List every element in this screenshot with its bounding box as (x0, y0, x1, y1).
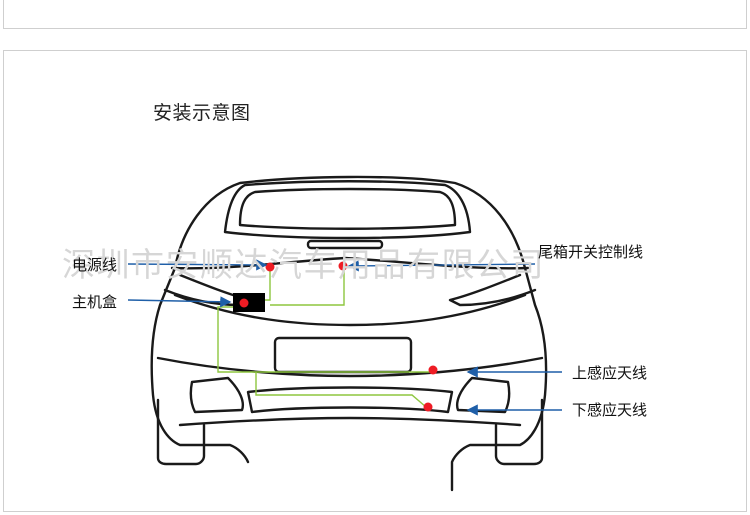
wheel-left (156, 398, 206, 466)
label-trunk-switch: 尾箱开关控制线 (538, 243, 644, 261)
wire-power (264, 267, 271, 301)
bumper-line-upper (156, 356, 544, 378)
wire-to-lower (255, 372, 427, 408)
rear-window-outer (223, 180, 472, 240)
main-unit-box (233, 293, 265, 312)
power-wire-arrow (127, 259, 268, 271)
label-lower-antenna: 下感应天线 (572, 401, 648, 419)
license-plate-recess (273, 336, 413, 374)
diffuser-right (456, 376, 511, 414)
car-body-outline-left (150, 266, 250, 464)
wheel-right (494, 398, 544, 466)
trunk-switch-marker (338, 261, 348, 271)
taillight-right (448, 273, 537, 307)
label-upper-antenna: 上感应天线 (572, 364, 648, 382)
top-panel (3, 0, 747, 29)
diffuser-center (246, 386, 454, 414)
main-unit-arrow (127, 296, 232, 308)
upper-antenna-marker (428, 365, 438, 375)
diagram-title: 安装示意图 (153, 102, 251, 124)
trunk-band (170, 256, 530, 270)
label-power-wire: 电源线 (72, 256, 118, 274)
trunk-lower-line (173, 293, 527, 327)
rear-window-inner (238, 187, 457, 230)
brake-light (306, 239, 384, 250)
label-main-unit: 主机盒 (72, 293, 118, 311)
main-unit-marker (239, 298, 249, 308)
car-body-outline (173, 175, 548, 492)
lower-antenna-marker (423, 402, 433, 412)
trunk-switch-arrow (347, 260, 536, 272)
power-connection-marker (265, 262, 275, 272)
wire-trunk (270, 266, 345, 306)
diffuser-left (189, 376, 244, 414)
bumper-bottom (178, 416, 522, 427)
watermark-text: 深圳市安顺达汽车用品有限公司 (62, 245, 545, 284)
diagram-panel (3, 50, 747, 512)
